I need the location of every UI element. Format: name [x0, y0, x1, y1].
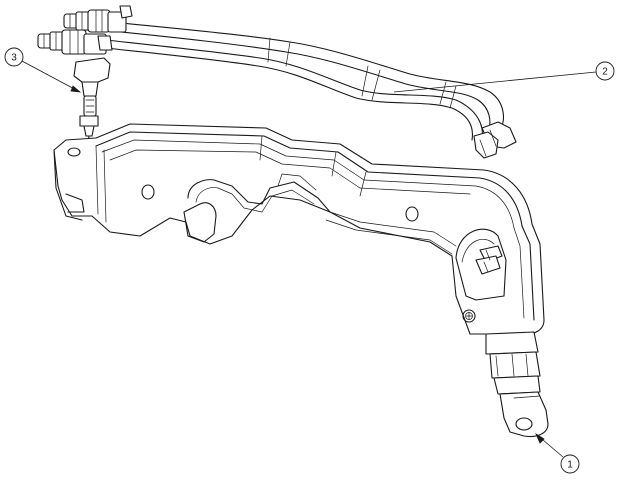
quick-coupler-lower	[37, 29, 113, 55]
hose-end-fitting	[473, 121, 517, 159]
sensor-fitting	[73, 57, 111, 151]
callout-2-circle	[595, 61, 615, 81]
pocket-fitting	[475, 245, 503, 275]
bolt	[462, 309, 476, 323]
callout-3-label: 3	[11, 53, 17, 64]
callout-1-circle	[560, 454, 580, 474]
callout-3-group: 3	[4, 47, 82, 93]
hose-assembly	[37, 5, 517, 159]
callout-3-circle	[4, 47, 24, 67]
callout-1-group: 1	[535, 432, 580, 474]
nozzle-assembly	[485, 331, 549, 438]
callout-2-group: 2	[393, 61, 615, 93]
callout-1-label: 1	[567, 460, 573, 471]
callout-2-label: 2	[602, 67, 608, 78]
quick-coupler-upper	[63, 5, 133, 33]
bracket-body	[53, 123, 545, 335]
